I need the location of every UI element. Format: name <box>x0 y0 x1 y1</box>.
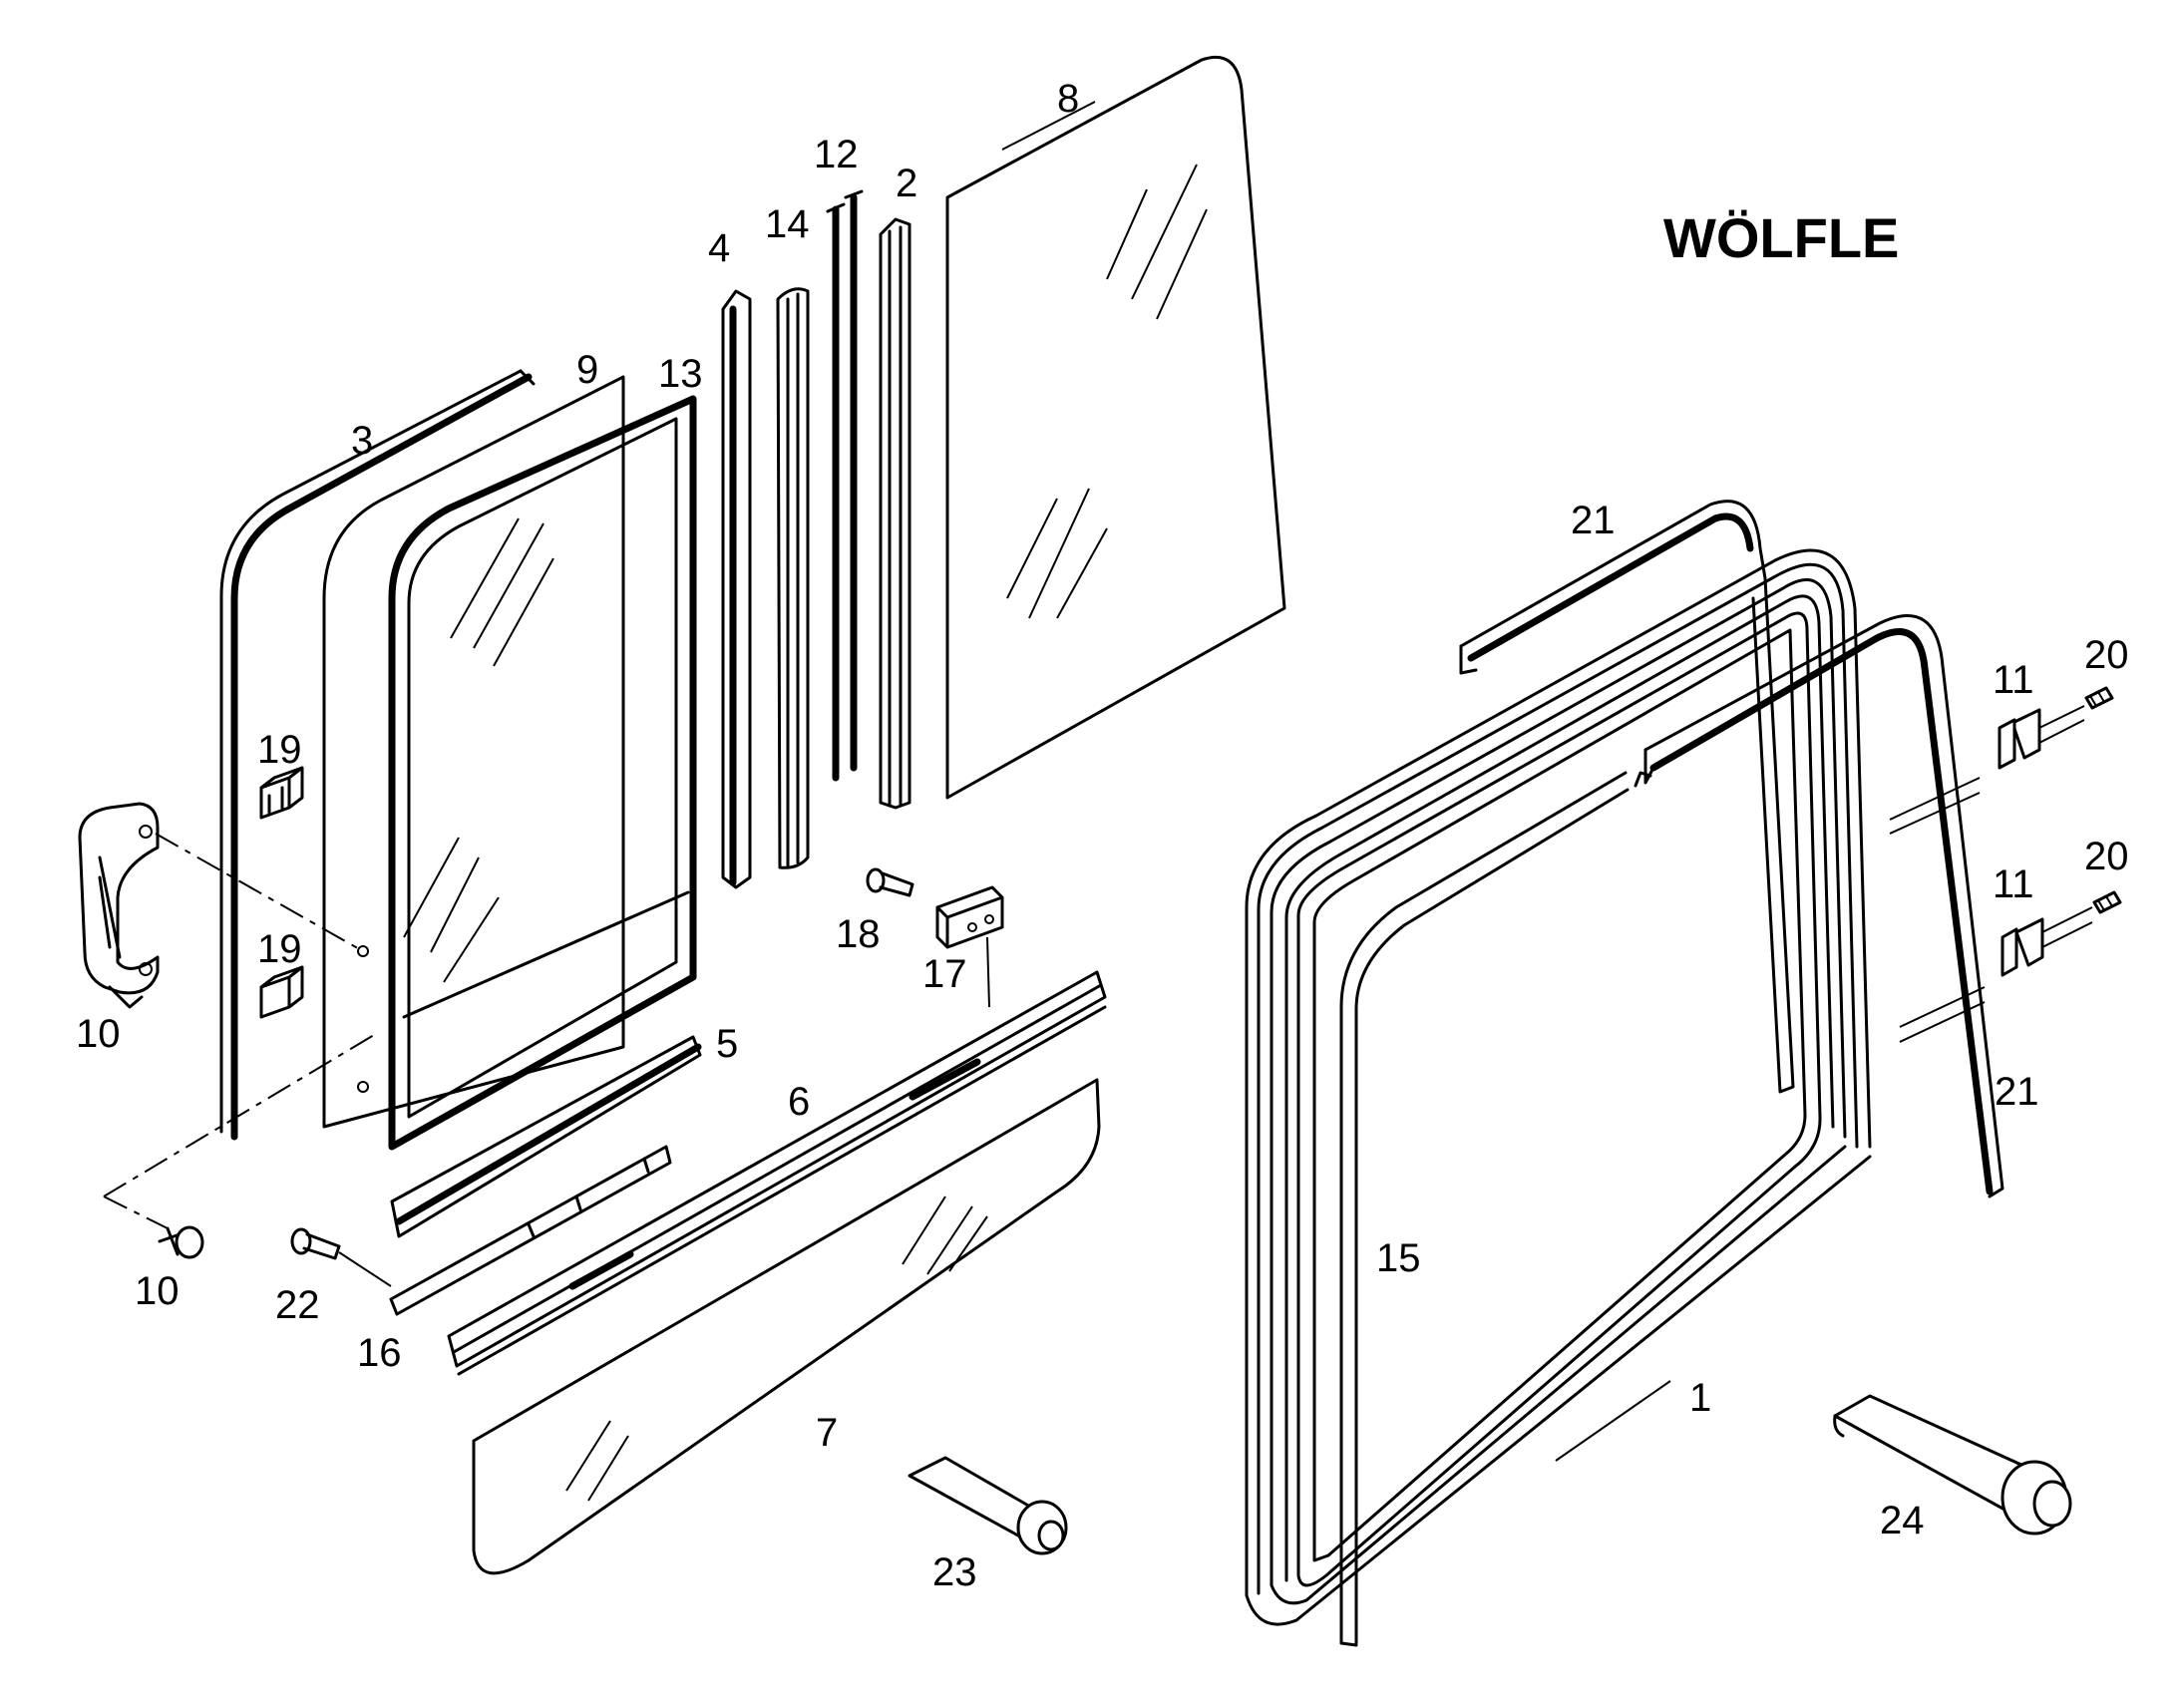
callout-24: 24 <box>1880 1499 1925 1542</box>
callout-20-upper: 20 <box>2084 633 2129 677</box>
part-20-set-screw-lower <box>2092 890 2122 914</box>
part-13-framed-panel <box>388 395 697 1151</box>
callout-11-lower: 11 <box>1993 862 2034 906</box>
callout-18: 18 <box>836 912 881 956</box>
part-16-plate-strip <box>389 1145 672 1316</box>
callout-5: 5 <box>716 1022 738 1066</box>
part-19-clip-lower <box>259 965 304 1019</box>
part-10-knob-screw <box>158 1225 204 1259</box>
part-23-tube <box>908 1456 1068 1555</box>
callout-16: 16 <box>357 1331 402 1375</box>
part-21-upper-strip <box>1459 500 1795 1094</box>
callout-23: 23 <box>932 1550 977 1594</box>
part-11-clip-upper <box>1889 705 2085 835</box>
part-18-screw <box>866 867 914 897</box>
part-1-inner-frame <box>1296 611 1822 1587</box>
callout-13: 13 <box>658 352 703 396</box>
part-24-tube <box>1833 1394 2072 1536</box>
callout-12: 12 <box>814 133 859 176</box>
callout-15: 15 <box>1376 1236 1421 1280</box>
part-21-u-seal <box>1339 613 2004 1647</box>
part-7-lower-glass <box>472 1078 1101 1575</box>
part-4-vertical-profile <box>721 289 752 889</box>
leader-lines <box>1001 101 1671 1462</box>
part-21-short-strip <box>1634 771 1652 788</box>
callout-17: 17 <box>922 952 967 996</box>
callout-19-lower: 19 <box>257 927 302 971</box>
part-9-glass-pane <box>322 375 625 1129</box>
callout-21-side: 21 <box>1995 1070 2039 1114</box>
callout-21-upper: 21 <box>1571 499 1616 542</box>
part-14-vertical-seal <box>776 287 810 869</box>
part-17-block <box>935 885 1004 1008</box>
part-20-set-screw-upper <box>2084 686 2114 710</box>
part-22-screw <box>290 1227 392 1287</box>
callout-1: 1 <box>1689 1376 1711 1420</box>
callout-19-upper: 19 <box>257 728 302 772</box>
part-11-clip-lower <box>1899 906 2093 1043</box>
assembly-line-handle <box>155 833 364 952</box>
callout-10-handle: 10 <box>76 1012 121 1056</box>
callout-14: 14 <box>765 202 810 246</box>
part-15-outer-seal-frame <box>1245 548 1872 1626</box>
part-10-handle <box>78 802 160 1009</box>
part-12-twin-channel <box>826 189 864 782</box>
callout-3: 3 <box>351 419 373 463</box>
part-6-lower-rail <box>447 970 1107 1376</box>
part-19-clip-upper <box>259 766 304 820</box>
part-3-seal-profile <box>219 369 536 1141</box>
assembly-line-knob <box>103 1031 380 1229</box>
brand-title: WÖLFLE <box>1663 206 1899 269</box>
callout-8: 8 <box>1057 77 1079 121</box>
callout-9: 9 <box>576 348 598 392</box>
callout-4: 4 <box>708 226 730 270</box>
callout-6: 6 <box>788 1080 810 1124</box>
callout-10-knob: 10 <box>135 1269 180 1313</box>
part-5-lower-seal <box>390 1035 702 1238</box>
callout-7: 7 <box>816 1411 838 1455</box>
part-2-channel <box>879 217 911 810</box>
callout-11-upper: 11 <box>1993 658 2034 702</box>
part-8-large-glass <box>945 55 1286 800</box>
callout-22: 22 <box>275 1283 320 1327</box>
callout-2: 2 <box>896 162 917 205</box>
callout-20-lower: 20 <box>2084 835 2129 878</box>
